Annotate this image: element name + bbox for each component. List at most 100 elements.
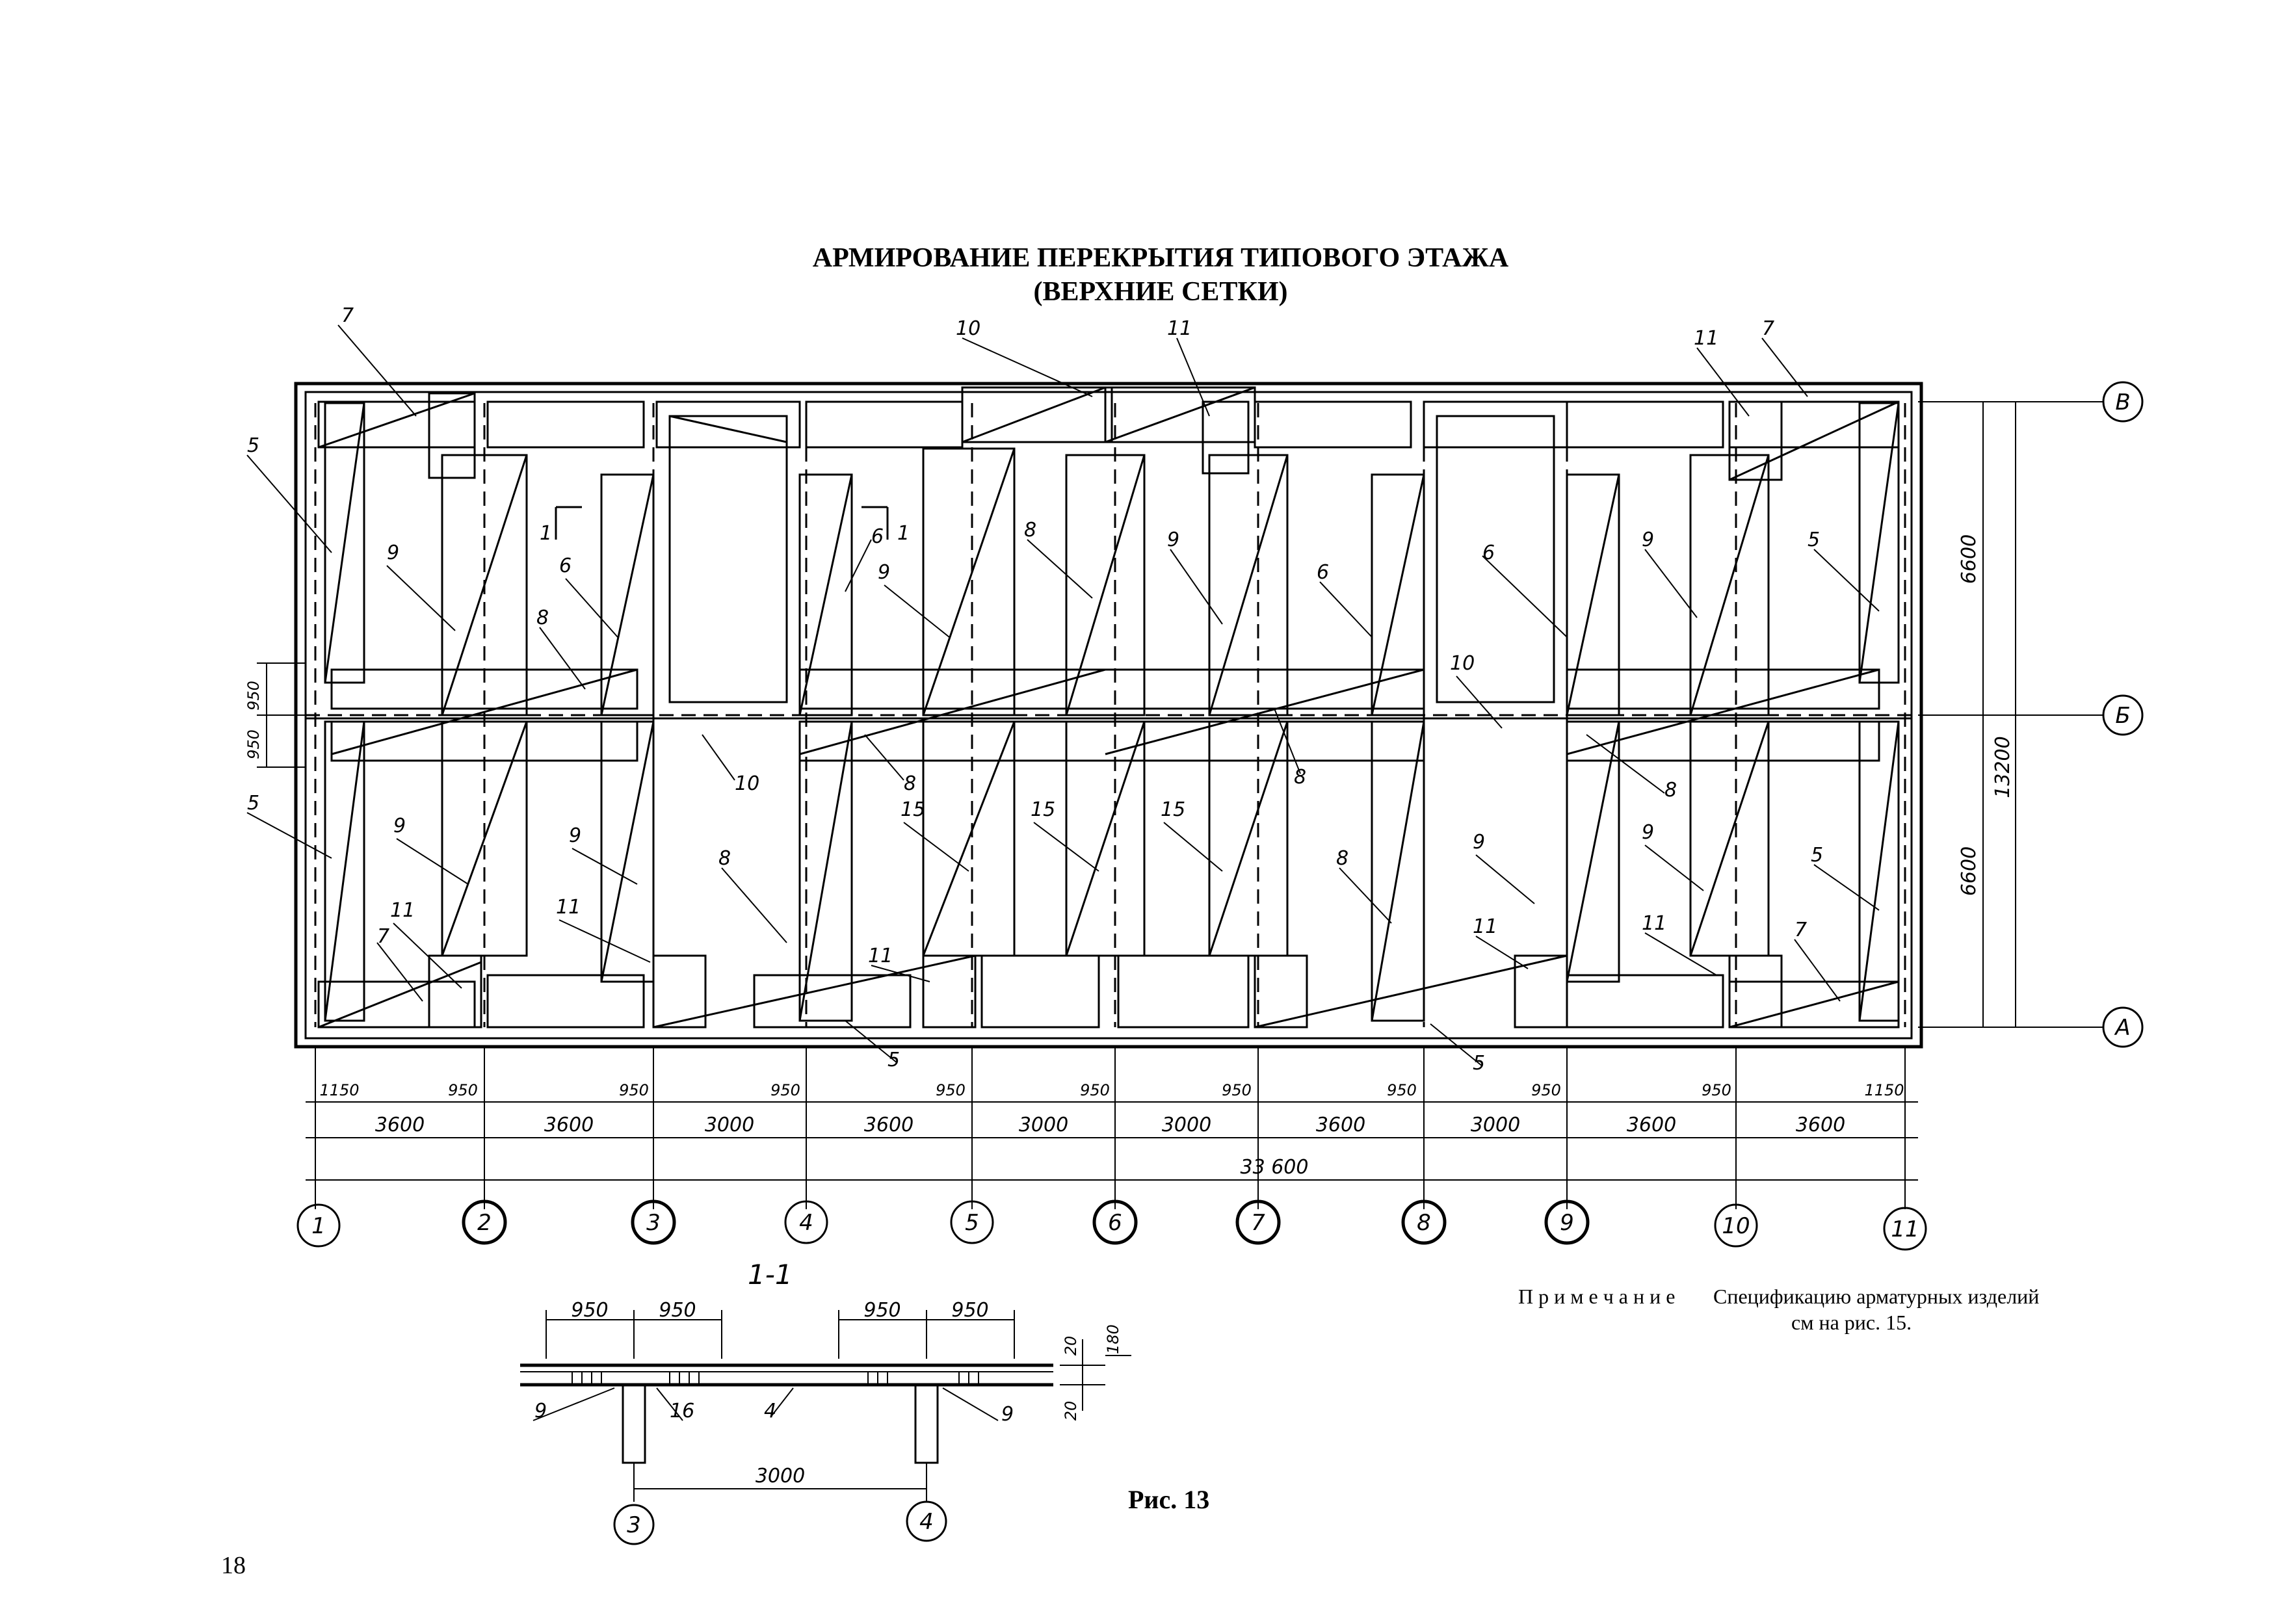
span-10-11: 3600 bbox=[1796, 1114, 1845, 1136]
leader-11-d: 11 bbox=[1473, 915, 1497, 938]
section-thick-bottom: 20 bbox=[1062, 1401, 1080, 1421]
leader-6-a: 6 bbox=[559, 555, 572, 577]
row-axis-B: Б bbox=[2115, 703, 2130, 729]
leader-7-top-right: 7 bbox=[1762, 317, 1774, 340]
leader-15-b: 15 bbox=[1031, 798, 1055, 821]
leader-7-bottom-left: 7 bbox=[377, 925, 389, 948]
span-6-7: 3000 bbox=[1162, 1114, 1211, 1136]
leader-8-e: 8 bbox=[1664, 779, 1677, 802]
mesh-bottom-row bbox=[317, 720, 1900, 1028]
section-label-9-left: 9 bbox=[534, 1400, 547, 1422]
leader-5-bottom-right: 5 bbox=[1811, 844, 1823, 867]
small-dim-4: 950 bbox=[770, 1081, 800, 1099]
leader-8-a: 8 bbox=[536, 607, 549, 629]
leader-11-a: 11 bbox=[390, 899, 415, 922]
page-number: 18 bbox=[221, 1552, 246, 1579]
span-1-2: 3600 bbox=[375, 1114, 425, 1136]
bottom-dimensions: 1150 950 950 950 950 950 950 950 950 950… bbox=[296, 1047, 1927, 1251]
span-8-9: 3000 bbox=[1471, 1114, 1520, 1136]
note-line2: см на рис. 15. bbox=[1791, 1311, 1912, 1334]
section-stirrups bbox=[572, 1372, 979, 1385]
section-marks: 1 1 bbox=[540, 506, 910, 545]
note-prefix: П р и м е ч а н и е bbox=[1518, 1285, 1675, 1308]
leader-9-d: 9 bbox=[1642, 529, 1654, 551]
left-dim-950-bottom: 950 bbox=[244, 729, 263, 759]
col-axis-5: 5 bbox=[965, 1210, 979, 1236]
leader-8-d: 8 bbox=[1294, 766, 1306, 789]
small-dim-5: 950 bbox=[936, 1081, 966, 1099]
figure-label: Рис. 13 bbox=[1128, 1485, 1209, 1514]
mesh-top-row bbox=[317, 386, 1900, 716]
leader-11-b: 11 bbox=[556, 896, 581, 919]
col-axis-8: 8 bbox=[1417, 1210, 1431, 1236]
section-label: 1-1 bbox=[748, 1259, 793, 1290]
section-dim-1: 950 bbox=[571, 1299, 608, 1322]
leader-6-c: 6 bbox=[1317, 561, 1329, 584]
leader-11-c: 11 bbox=[868, 945, 893, 967]
small-dim-3: 950 bbox=[619, 1081, 649, 1099]
right-dim-bottom: 6600 bbox=[1958, 846, 1980, 896]
small-dim-10: 950 bbox=[1702, 1081, 1731, 1099]
leader-9-b: 9 bbox=[878, 561, 890, 584]
drawing-title-line1: АРМИРОВАНИЕ ПЕРЕКРЫТИЯ ТИПОВОГО ЭТАЖА bbox=[813, 243, 1509, 273]
small-dim-8: 950 bbox=[1387, 1081, 1417, 1099]
left-dim-950-top: 950 bbox=[244, 681, 263, 711]
col-axis-7: 7 bbox=[1251, 1210, 1265, 1236]
leader-5-top-left: 5 bbox=[247, 434, 259, 457]
row-axis-V: В bbox=[2115, 389, 2130, 415]
section-1-1: 1-1 950 950 950 950 bbox=[520, 1259, 1131, 1545]
leader-9-e: 9 bbox=[393, 815, 406, 837]
small-dim-9: 950 bbox=[1531, 1081, 1561, 1099]
right-dim-total: 13200 bbox=[1992, 736, 2014, 798]
leader-labels: 7 5 9 6 8 6 10 11 9 8 9 6 6 9 5 11 7 10 bbox=[246, 304, 1880, 1075]
leader-11-e: 11 bbox=[1642, 912, 1666, 935]
right-dim-top: 6600 bbox=[1958, 534, 1980, 584]
col-axis-3: 3 bbox=[646, 1210, 661, 1236]
section-thick-top: 20 bbox=[1062, 1336, 1080, 1356]
leader-9-g: 9 bbox=[1473, 831, 1485, 854]
section-axis-4: 4 bbox=[919, 1509, 934, 1535]
section-span: 3000 bbox=[756, 1465, 805, 1487]
span-7-8: 3600 bbox=[1316, 1114, 1365, 1136]
leader-6-b: 6 bbox=[871, 525, 884, 548]
section-dim-2: 950 bbox=[659, 1299, 696, 1322]
leader-8-b: 8 bbox=[1024, 519, 1036, 542]
span-5-6: 3000 bbox=[1019, 1114, 1068, 1136]
leader-9-c: 9 bbox=[1167, 529, 1179, 551]
leader-7-top-left: 7 bbox=[341, 304, 354, 327]
leader-5-bottom-mid2: 5 bbox=[1473, 1052, 1485, 1075]
note-line1: Спецификацию арматурных изделий bbox=[1713, 1285, 2039, 1308]
col-axis-2: 2 bbox=[477, 1210, 492, 1236]
leader-5-bottom-left: 5 bbox=[247, 792, 259, 815]
section-label-9-right: 9 bbox=[1001, 1403, 1014, 1426]
dashed-beam-lines bbox=[314, 403, 1906, 1027]
span-3-4: 3000 bbox=[705, 1114, 754, 1136]
note-block: П р и м е ч а н и е Спецификацию арматур… bbox=[1518, 1285, 2039, 1334]
span-9-10: 3600 bbox=[1627, 1114, 1676, 1136]
leader-15-a: 15 bbox=[901, 798, 925, 821]
leader-8-c: 8 bbox=[904, 772, 916, 795]
small-dim-1: 1150 bbox=[319, 1081, 359, 1099]
small-dim-11: 1150 bbox=[1864, 1081, 1904, 1099]
col-axis-4: 4 bbox=[799, 1210, 813, 1236]
drawing-title-line2: (ВЕРХНИЕ СЕТКИ) bbox=[1033, 277, 1287, 307]
small-dim-6: 950 bbox=[1080, 1081, 1110, 1099]
col-axis-11: 11 bbox=[1891, 1216, 1919, 1242]
leader-5-bottom-mid: 5 bbox=[888, 1049, 900, 1071]
col-axis-1: 1 bbox=[311, 1213, 326, 1239]
leader-9-a: 9 bbox=[387, 542, 399, 564]
col-axis-10: 10 bbox=[1722, 1213, 1750, 1239]
leader-11-top: 11 bbox=[1167, 317, 1192, 340]
left-dimensions: 950 950 bbox=[244, 662, 306, 768]
leader-6-d: 6 bbox=[1482, 542, 1495, 564]
svg-text:1: 1 bbox=[540, 522, 552, 545]
overall-dimension: 33 600 bbox=[1241, 1156, 1309, 1179]
col-axis-6: 6 bbox=[1108, 1210, 1122, 1236]
section-dim-4: 950 bbox=[951, 1299, 988, 1322]
right-dimensions: 6600 6600 13200 В Б А bbox=[1918, 381, 2144, 1048]
leader-10-lower: 10 bbox=[735, 772, 759, 795]
span-4-5: 3600 bbox=[864, 1114, 914, 1136]
mesh-middle-strip bbox=[330, 668, 1880, 762]
leader-9-h: 9 bbox=[1642, 821, 1654, 844]
